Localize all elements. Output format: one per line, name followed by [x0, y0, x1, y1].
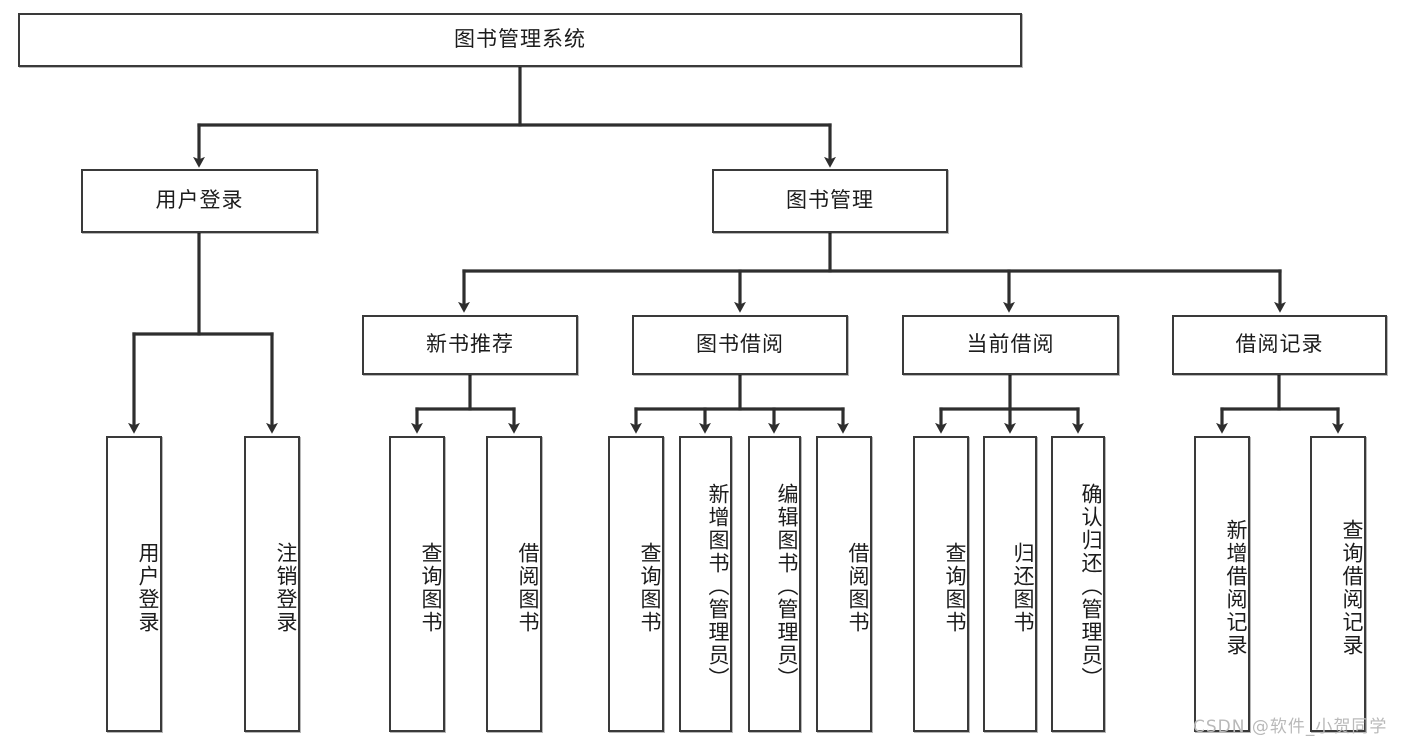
node-current-borrow[interactable]: 当前借阅	[902, 315, 1119, 375]
node-root-system[interactable]: 图书管理系统	[18, 13, 1022, 67]
node-user-login[interactable]: 用户登录	[81, 169, 318, 233]
leaf-user-login-signout[interactable]: 注销登录	[244, 436, 300, 732]
node-new-book-recommend[interactable]: 新书推荐	[362, 315, 578, 375]
node-book-management[interactable]: 图书管理	[712, 169, 948, 233]
csdn-watermark: CSDN @软件_小贺同学	[1193, 717, 1388, 737]
node-borrow-record[interactable]: 借阅记录	[1172, 315, 1387, 375]
leaf-current-query-book[interactable]: 查询图书	[913, 436, 969, 732]
leaf-record-query[interactable]: 查询借阅记录	[1310, 436, 1366, 732]
leaf-current-return-book[interactable]: 归还图书	[983, 436, 1037, 732]
node-book-borrow[interactable]: 图书借阅	[632, 315, 848, 375]
leaf-borrow-add-book-admin[interactable]: 新增图书（管理员）	[679, 436, 732, 732]
leaf-borrow-edit-book-admin[interactable]: 编辑图书（管理员）	[748, 436, 801, 732]
leaf-record-add[interactable]: 新增借阅记录	[1194, 436, 1250, 732]
leaf-new-book-query[interactable]: 查询图书	[389, 436, 445, 732]
leaf-new-book-borrow[interactable]: 借阅图书	[486, 436, 542, 732]
leaf-current-confirm-return-admin[interactable]: 确认归还（管理员）	[1051, 436, 1105, 732]
leaf-borrow-query-book[interactable]: 查询图书	[608, 436, 664, 732]
leaf-user-login-signin[interactable]: 用户登录	[106, 436, 162, 732]
leaf-borrow-borrow-book[interactable]: 借阅图书	[816, 436, 872, 732]
